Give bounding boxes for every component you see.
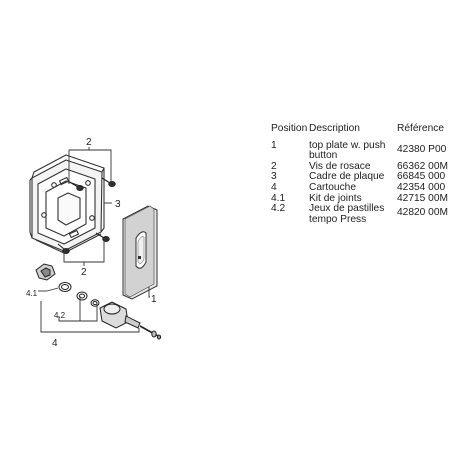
cell-description: Cartouche	[309, 181, 357, 193]
callout-4: 4	[52, 338, 58, 349]
table-row: 3 Cadre de plaque 66845 000	[271, 172, 467, 183]
cartridge-assembly	[35, 263, 162, 340]
table-row: 2 Vis de rosace 66362 00M	[271, 160, 467, 173]
cell-description: Vis de rosace	[309, 160, 371, 172]
table-row: 4.1 Kit de joints 42715 00M	[271, 192, 467, 205]
cell-reference: 66362 00M	[397, 160, 448, 172]
header-reference: Référence	[397, 123, 445, 134]
cell-reference: 42820 00M	[397, 207, 448, 219]
cell-reference: 42380 P00	[397, 143, 447, 155]
cell-position: 4.2	[271, 203, 286, 215]
table-row: 4 Cartouche 42354 000	[271, 181, 467, 194]
leader-lines	[38, 147, 150, 333]
callout-4-2: 4.2	[54, 311, 66, 320]
cell-position: 2	[271, 160, 277, 172]
callout-2-bottom: 2	[81, 267, 87, 278]
cartridge-nut	[35, 263, 56, 281]
screws	[57, 177, 116, 254]
screw-top-right	[101, 177, 116, 187]
seal-ring-small-1	[76, 291, 88, 301]
screw-top-left	[67, 180, 84, 191]
cell-reference: 42354 000	[397, 181, 446, 193]
cartridge-stem	[139, 325, 162, 340]
table-row: 1 top plate w. push button 42380 P00	[271, 139, 467, 162]
table-row: 4.2 Jeux de pastilles tempo Press 42820 …	[271, 203, 467, 225]
cell-position: 4.1	[271, 192, 286, 204]
callout-1: 1	[151, 294, 157, 305]
callout-4-1: 4.1	[26, 289, 38, 298]
cell-position: 4	[271, 181, 277, 193]
exploded-view-diagram: 2 3 2 1 4.1 4.2 4	[26, 137, 162, 349]
cell-reference: 66845 000	[397, 171, 446, 183]
seal-ring-large	[58, 282, 72, 292]
screw-bottom-right	[95, 232, 110, 242]
header-position: Position	[271, 123, 308, 134]
cell-description: Kit de joints	[309, 192, 362, 204]
callout-2-top: 2	[86, 137, 92, 148]
push-button	[135, 231, 147, 269]
mounting-frame	[29, 154, 105, 254]
table-header-row: Position Description Référence	[271, 123, 467, 141]
cell-position: 1	[271, 139, 277, 151]
cell-description: top plate w. push button	[309, 139, 386, 162]
cell-reference: 42715 00M	[397, 192, 448, 204]
cell-position: 3	[271, 171, 277, 183]
parts-table: Position Description Référence 1 top pla…	[271, 123, 467, 225]
header-description: Description	[309, 123, 360, 134]
seal-ring-small-2	[90, 299, 100, 307]
cell-description: Cadre de plaque	[309, 171, 385, 183]
cartridge-body	[99, 301, 141, 329]
callout-3: 3	[115, 199, 121, 210]
cell-description: Jeux de pastilles tempo Press	[309, 203, 385, 225]
